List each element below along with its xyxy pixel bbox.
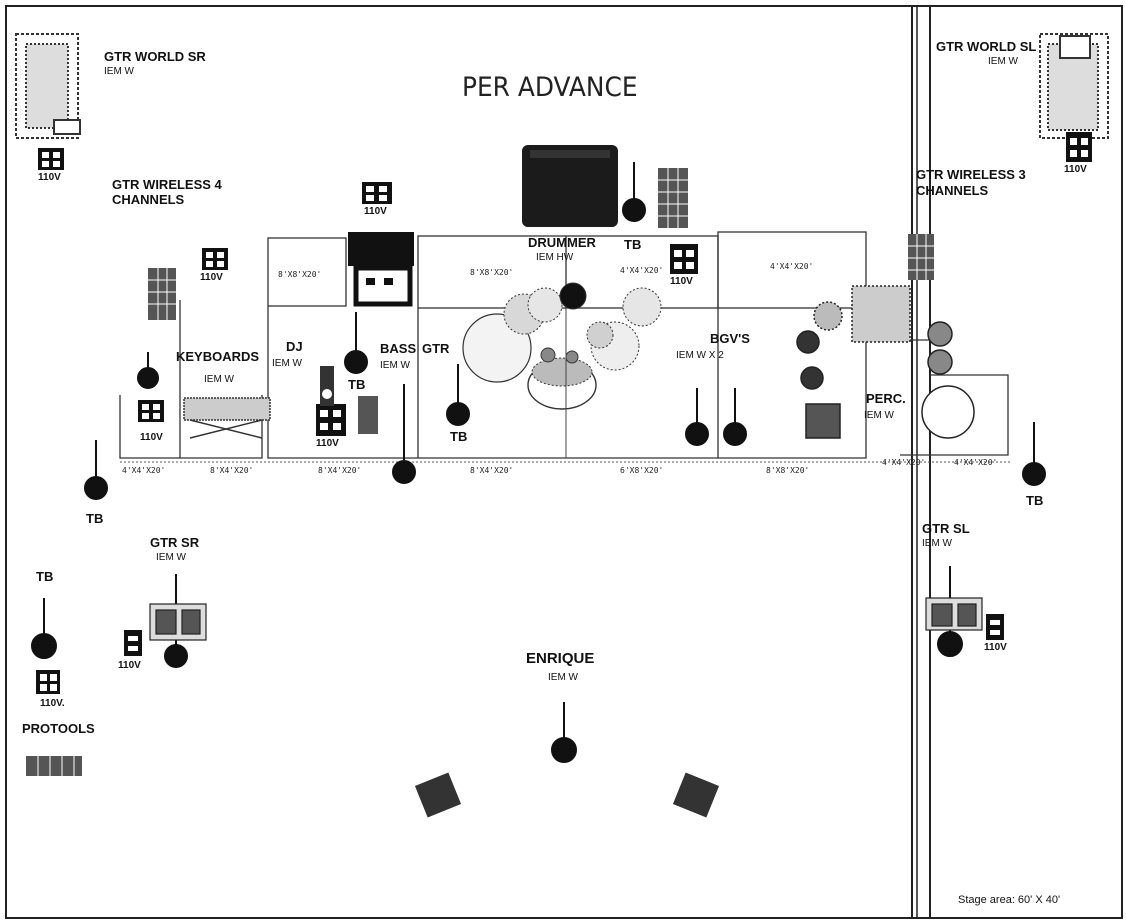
iem-bgvs: IEM W X 2 bbox=[676, 350, 724, 361]
iem-gtr-sl: IEM W bbox=[922, 538, 952, 549]
iem-gtr-sr: IEM W bbox=[156, 552, 186, 563]
riser-size-label: 4'X4'X20' bbox=[770, 262, 814, 271]
keyboard-rig bbox=[183, 397, 271, 439]
power-label: 110V bbox=[200, 272, 223, 283]
side-amps bbox=[149, 597, 983, 641]
stage-area-note: Stage area: 60' X 40' bbox=[958, 894, 1061, 906]
riser-size-label: 8'X4'X20' bbox=[210, 466, 254, 475]
dj-rig bbox=[320, 366, 334, 406]
power-label: 110V. bbox=[40, 698, 65, 709]
bgv-percussion-gear bbox=[796, 285, 975, 439]
label-gtr: GTR bbox=[422, 341, 450, 356]
iem-bass: IEM W bbox=[380, 360, 410, 371]
label-gtr-world-sl: GTR WORLD SL bbox=[936, 39, 1037, 54]
iem-keyboards: IEM W bbox=[204, 374, 234, 385]
label-perc: PERC. bbox=[866, 391, 906, 406]
power-label: 110V bbox=[140, 432, 163, 443]
label-tb-left: TB bbox=[86, 511, 104, 526]
riser-size-label: 8'X8'X20' bbox=[278, 270, 322, 279]
drum-kit bbox=[462, 282, 662, 458]
riser-size-label: 6'X8'X20' bbox=[620, 466, 664, 475]
rack-units bbox=[26, 168, 934, 776]
label-protools: PROTOOLS bbox=[22, 721, 95, 736]
gtr-world-sl-rig bbox=[1039, 33, 1109, 139]
riser-size-label: 8'X4'X20' bbox=[470, 466, 514, 475]
label-tb-right: TB bbox=[1026, 493, 1044, 508]
label-tb-drummer: TB bbox=[624, 237, 642, 252]
riser-size-label: 4'X4'X20' bbox=[882, 458, 926, 467]
riser-size-label: 4'X4'X20' bbox=[122, 466, 166, 475]
label-drummer: DRUMMER bbox=[528, 235, 596, 250]
iem-drummer: IEM HW bbox=[536, 252, 574, 263]
bass-amp bbox=[348, 232, 414, 307]
mic-stands bbox=[31, 162, 1046, 763]
power-label: 110V bbox=[316, 438, 339, 449]
riser-size-label: 8'X8'X20' bbox=[766, 466, 810, 475]
riser-size-label: 8'X4'X20' bbox=[318, 466, 362, 475]
riser-size-label: 4'X4'X20' bbox=[620, 266, 664, 275]
power-label: 110V bbox=[670, 276, 693, 287]
power-label: 110V bbox=[984, 642, 1007, 653]
iem-gtr-world-sr: IEM W bbox=[104, 66, 134, 77]
label-enrique: ENRIQUE bbox=[526, 650, 595, 667]
power-label: 110V bbox=[38, 172, 61, 183]
iem-enrique: IEM W bbox=[548, 672, 578, 683]
label-tb-protools: TB bbox=[36, 569, 54, 584]
iem-gtr-world-sl: IEM W bbox=[988, 56, 1018, 67]
label-bgvs: BGV'S bbox=[710, 331, 750, 346]
stage-border bbox=[5, 5, 1123, 919]
label-gtr-sl: GTR SL bbox=[922, 521, 970, 536]
power-label: 110V bbox=[118, 660, 141, 671]
iem-dj: IEM W bbox=[272, 358, 302, 369]
label-gtr-wireless-3-channels: CHANNELS bbox=[916, 183, 989, 198]
outlet-sockets bbox=[40, 138, 1088, 691]
riser-size-label: 8'X8'X20' bbox=[470, 268, 514, 277]
page-title: PER ADVANCE bbox=[462, 72, 638, 103]
power-label: 110V bbox=[364, 206, 387, 217]
label-dj: DJ bbox=[286, 339, 303, 354]
power-label: 110V bbox=[1064, 164, 1087, 175]
label-gtr-sr: GTR SR bbox=[150, 535, 200, 550]
riser-outlines bbox=[119, 231, 1009, 459]
label-bass: BASS bbox=[380, 341, 417, 356]
label-keyboards: KEYBOARDS bbox=[176, 349, 260, 364]
label-gtr-wireless-3: GTR WIRELESS 3 bbox=[916, 167, 1026, 182]
label-gtr-wireless-4: GTR WIRELESS 4 bbox=[112, 177, 222, 192]
label-gtr-world-sr: GTR WORLD SR bbox=[104, 49, 206, 64]
drum-monitor bbox=[522, 145, 618, 227]
enrique-wedges bbox=[414, 772, 720, 818]
rack-grid-lines bbox=[37, 168, 934, 776]
iem-perc: IEM W bbox=[864, 410, 894, 421]
label-gtr-wireless-4-channels: CHANNELS bbox=[112, 192, 185, 207]
gtr-world-sr-rig bbox=[15, 33, 81, 139]
riser-size-label: 4'X4'X20' bbox=[954, 458, 998, 467]
label-tb-gtr: TB bbox=[450, 429, 468, 444]
label-tb-bass: TB bbox=[348, 377, 366, 392]
